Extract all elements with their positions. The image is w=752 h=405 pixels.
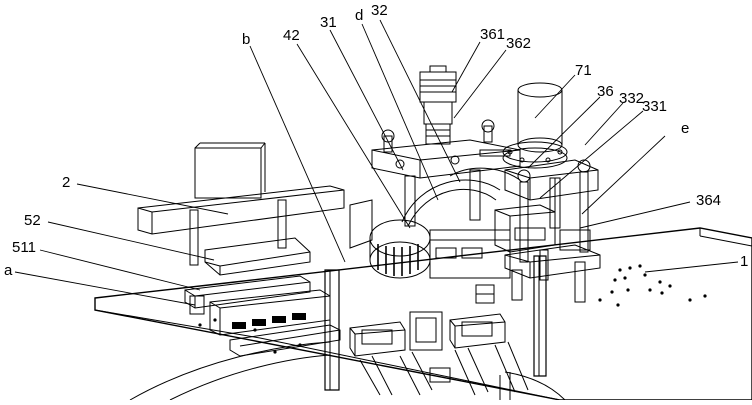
label-e: e [681,120,690,137]
central-mechanism [325,66,555,390]
label-1: 1 [740,253,749,270]
front-arcs [130,342,565,400]
label-36: 36 [597,83,614,100]
label-362: 362 [506,35,532,52]
label-a: a [4,262,13,279]
label-42: 42 [283,27,300,44]
label-31: 31 [320,14,337,31]
front-trays [350,312,528,400]
label-361: 361 [480,26,506,43]
label-32: 32 [371,2,388,19]
label-b: b [242,31,251,48]
label-71: 71 [575,62,592,79]
label-d: d [355,7,364,24]
label-2: 2 [62,174,71,191]
lower-left-rails [185,276,340,356]
base-plate [95,228,752,400]
label-52: 52 [24,212,41,229]
label-364: 364 [696,192,722,209]
label-511: 511 [12,239,36,256]
label-331: 331 [642,98,668,115]
leader-lines [15,20,738,305]
left-frame [138,143,344,275]
right-cylinder-assembly [480,83,600,302]
label-332: 332 [619,90,645,107]
